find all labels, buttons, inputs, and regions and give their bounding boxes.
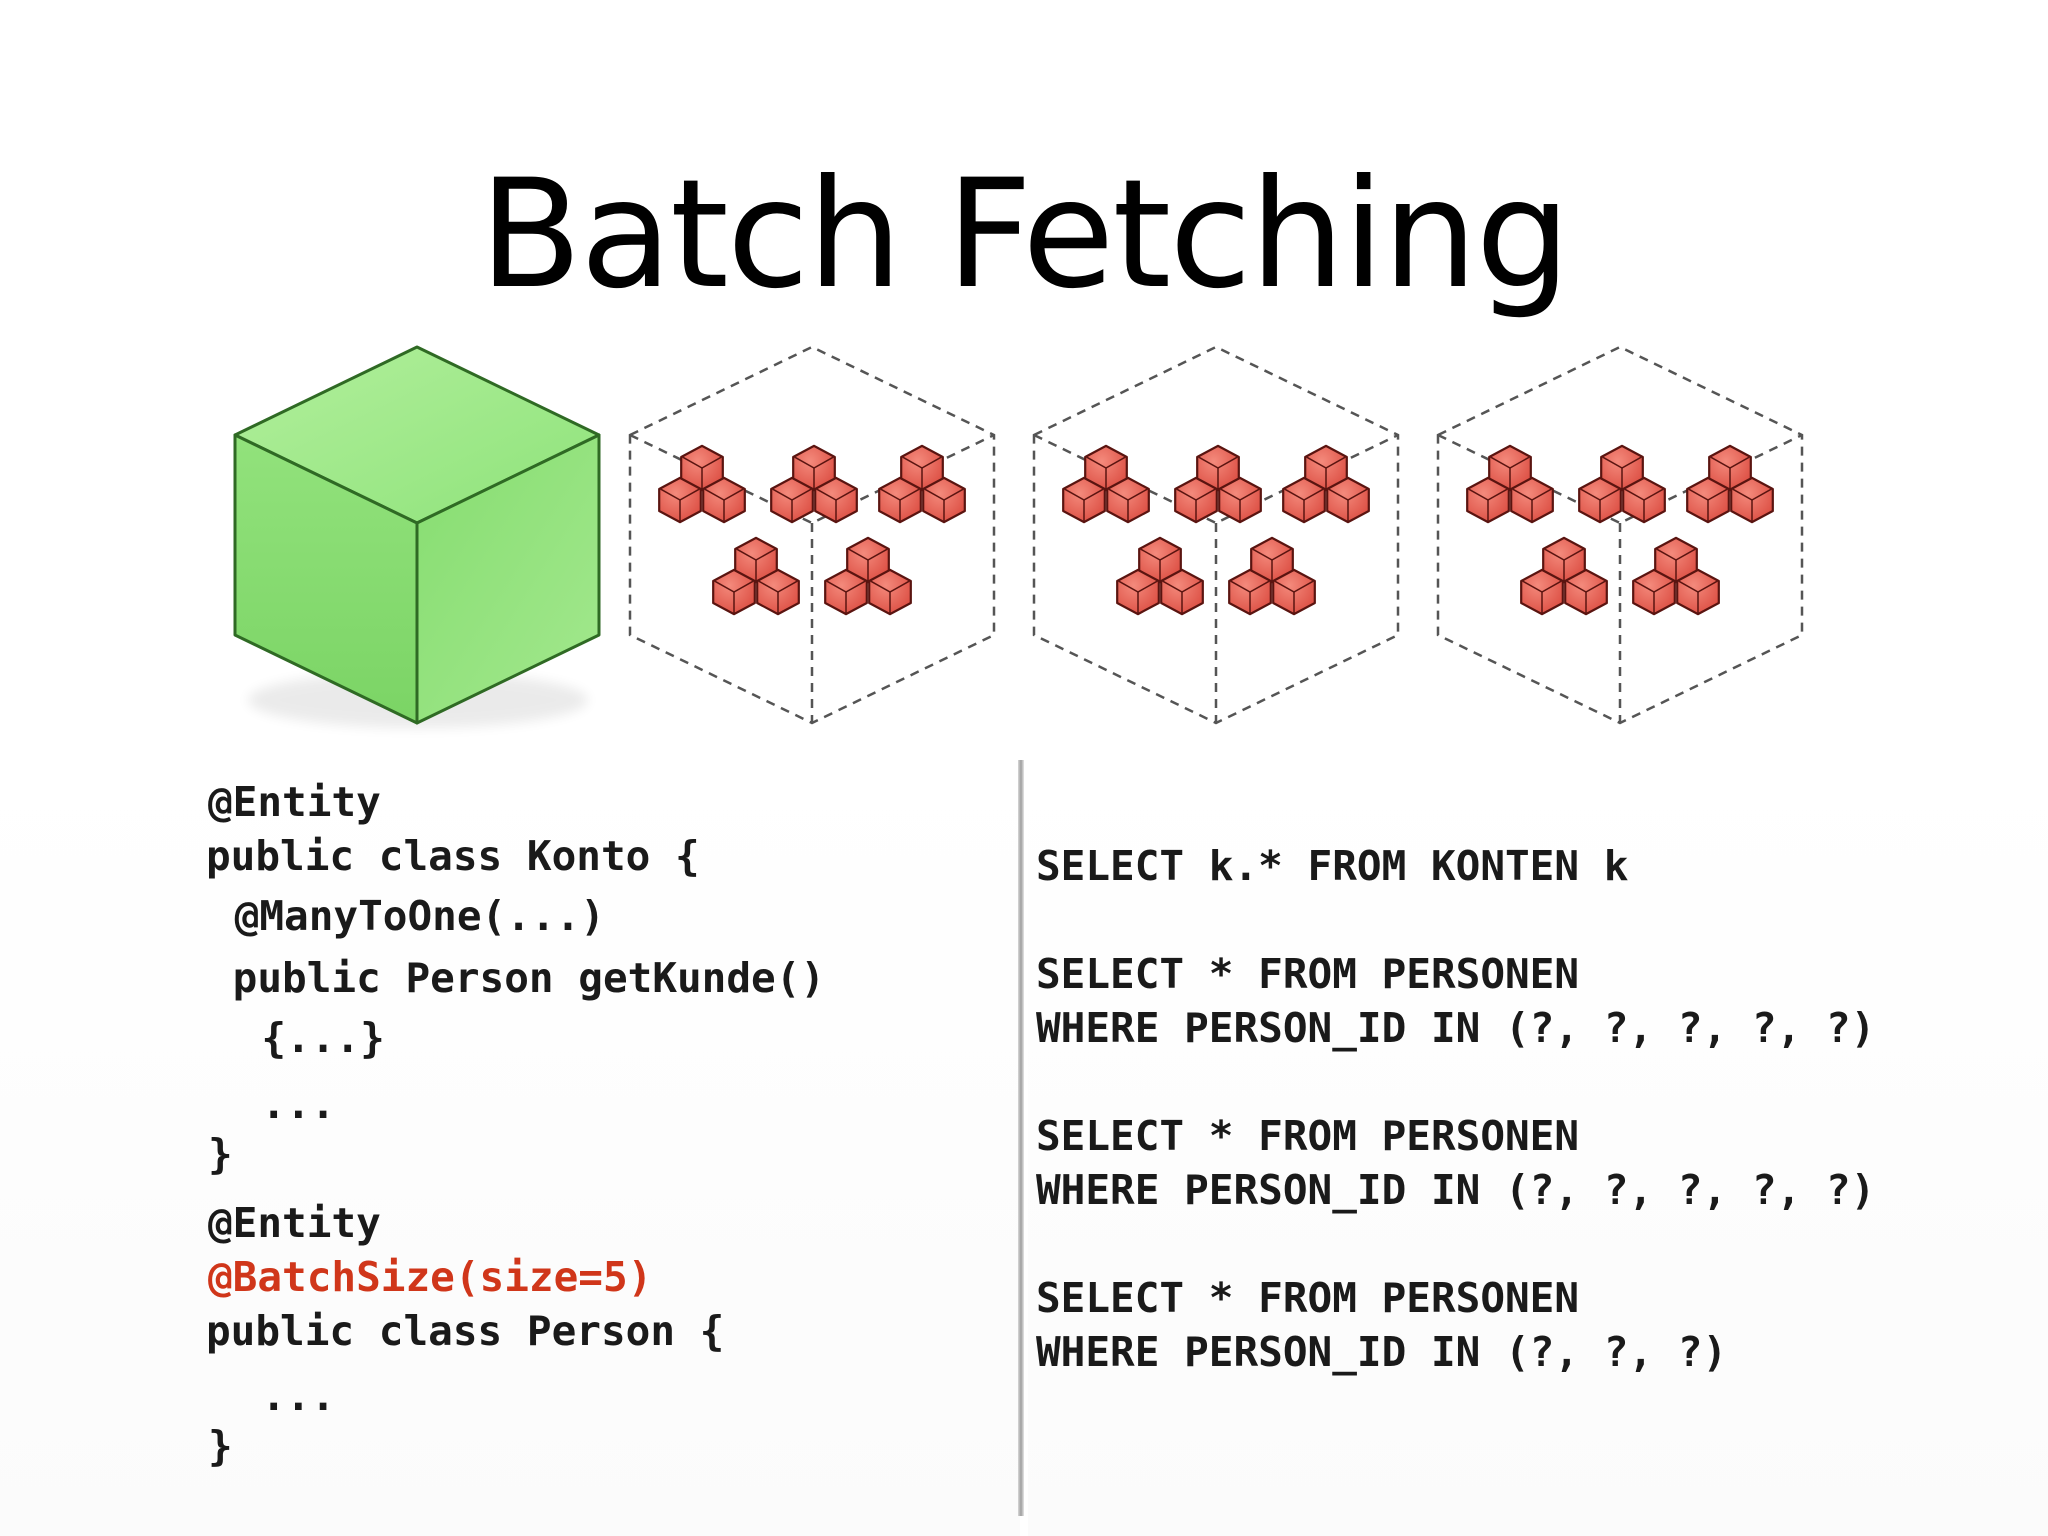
entity-cluster-icon [1632,536,1720,616]
batch-group [1032,345,1400,725]
code-line: {...} [212,1014,385,1062]
code-line: @Entity [208,1199,381,1247]
code-line: } [208,1422,233,1470]
sql-line: WHERE PERSON_ID IN (?, ?, ?) [1036,1328,1728,1376]
entity-cluster-icon [1228,536,1316,616]
entity-cluster-icon [1116,536,1204,616]
entity-cluster-icon [1686,444,1774,524]
entity-cluster-icon [1520,536,1608,616]
code-line: ... [212,1080,336,1128]
entity-cluster-icon [1062,444,1150,524]
entity-cluster-icon [712,536,800,616]
batch-group [628,345,996,725]
dashed-cube-icon [628,345,996,725]
entity-cluster-icon [1578,444,1666,524]
sql-line: SELECT k.* FROM KONTEN k [1036,842,1629,890]
code-panel [0,760,1020,1536]
sql-line: SELECT * FROM PERSONEN [1036,1274,1580,1322]
batch-group [1436,345,1804,725]
dashed-cube-icon [1436,345,1804,725]
entity-cube [233,345,601,728]
code-line: } [208,1130,233,1178]
dashed-cube-icon [1032,345,1400,725]
code-line: @Entity [208,778,381,826]
code-line: ... [212,1372,336,1420]
panel-divider [1018,760,1024,1516]
sql-line: SELECT * FROM PERSONEN [1036,950,1580,998]
entity-cluster-icon [878,444,966,524]
entity-cluster-icon [658,444,746,524]
sql-panel [1028,760,2048,1536]
sql-line: WHERE PERSON_ID IN (?, ?, ?, ?, ?) [1036,1004,1876,1052]
entity-cluster-icon [770,444,858,524]
code-line: public Person getKunde() [208,954,826,1002]
entity-cluster-icon [1466,444,1554,524]
entity-cluster-icon [1282,444,1370,524]
code-line: public class Konto { [206,832,700,880]
batchsize-annotation: @BatchSize(size=5) [208,1253,653,1301]
entity-cluster-icon [824,536,912,616]
slide-title: Batch Fetching [479,148,1571,322]
entity-cluster-icon [1174,444,1262,524]
sql-line: WHERE PERSON_ID IN (?, ?, ?, ?, ?) [1036,1166,1876,1214]
code-line: @ManyToOne(...) [210,892,605,940]
code-line: public class Person { [206,1307,725,1355]
sql-line: SELECT * FROM PERSONEN [1036,1112,1580,1160]
